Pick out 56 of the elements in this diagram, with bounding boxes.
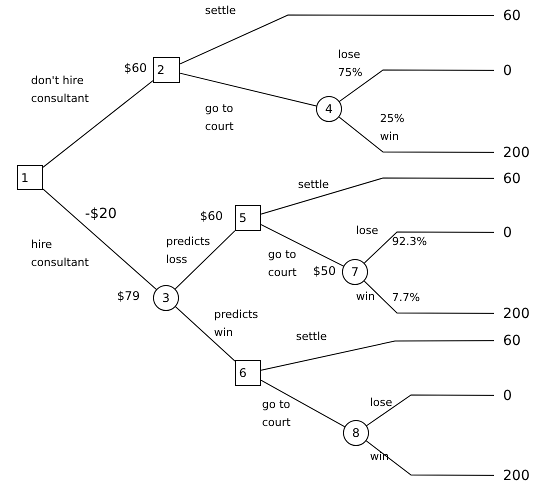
payoff-value: 60 — [494, 7, 530, 24]
edge-label: 25% win — [380, 111, 406, 145]
edge-label: go to court — [205, 101, 235, 135]
branch-line — [338, 116, 494, 153]
branch-line — [366, 440, 494, 476]
payoff-value: 60 — [494, 170, 530, 187]
edge-label: lose 75% — [338, 47, 364, 81]
edge-label: predicts win — [214, 307, 260, 341]
branch-line — [260, 340, 494, 371]
edge-label: lose — [356, 223, 380, 239]
branch-line — [339, 70, 494, 102]
edge-label: win — [356, 289, 376, 305]
payoff-value: 0 — [494, 224, 530, 241]
edge-label: go to court — [268, 247, 298, 281]
chance-node: 8 — [343, 420, 369, 446]
probability-label: 7.7% — [392, 292, 420, 303]
branch-line — [364, 232, 494, 264]
branch-line — [260, 224, 344, 267]
branch-line — [180, 72, 317, 106]
branch-line — [366, 394, 494, 426]
chance-node: 7 — [342, 259, 368, 285]
probability-label: 92.3% — [392, 236, 427, 247]
branch-line — [174, 230, 236, 290]
branch-line — [175, 306, 236, 362]
expected-value: $79 — [117, 290, 140, 302]
decision-node: 1 — [17, 165, 43, 190]
branch-line — [42, 188, 157, 290]
decision-node: 2 — [153, 57, 180, 83]
decision-node: 6 — [235, 360, 261, 386]
branch-line — [42, 80, 154, 168]
expected-value: $50 — [313, 265, 336, 277]
expected-value: $60 — [124, 62, 147, 74]
chance-node: 4 — [316, 96, 342, 122]
payoff-value: 0 — [494, 62, 530, 79]
edge-label: don't hire consultant — [31, 73, 90, 107]
edge-label: settle — [298, 177, 330, 193]
edge-label: predicts loss — [166, 234, 212, 268]
edge-label: settle — [205, 3, 237, 19]
payoff-value: 200 — [494, 305, 530, 322]
branch-line — [364, 280, 494, 314]
edge-label: lose — [370, 395, 394, 411]
branch-line — [260, 380, 346, 428]
payoff-value: 200 — [494, 144, 530, 161]
edge-label: settle — [296, 329, 328, 345]
payoff-value: 60 — [494, 332, 530, 349]
chance-node: 3 — [153, 285, 179, 311]
branch-line — [260, 178, 494, 215]
cost-label: -$20 — [85, 207, 117, 221]
edge-label: go to court — [262, 397, 292, 431]
expected-value: $60 — [200, 210, 223, 222]
payoff-value: 200 — [494, 467, 530, 482]
decision-node: 5 — [235, 205, 261, 231]
edge-label: win — [370, 449, 390, 465]
payoff-value: 0 — [494, 387, 530, 404]
edge-label: hire consultant — [31, 237, 90, 271]
branch-line — [180, 14, 494, 64]
